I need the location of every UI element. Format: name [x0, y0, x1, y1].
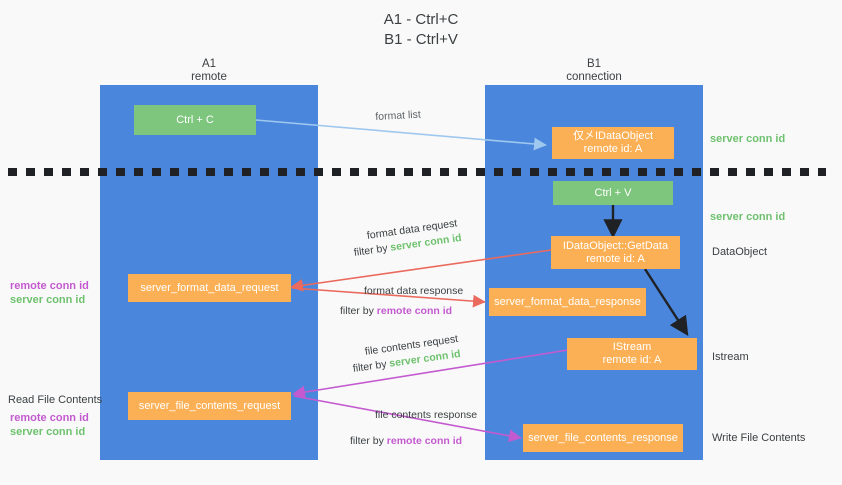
right-label-dataobject: DataObject	[712, 246, 768, 258]
filter-prefix: filter by	[353, 241, 392, 259]
node-istream[interactable]: IStream remote id: A	[567, 338, 697, 370]
left-label-server-conn-id-upper: server conn id	[10, 294, 86, 306]
filter-prefix: filter by	[340, 305, 377, 317]
node-server-file-contents-request[interactable]: server_file_contents_request	[128, 392, 291, 420]
right-label-server-conn-id-top: server conn id	[710, 133, 786, 145]
node-ctrl-v[interactable]: Ctrl + V	[553, 181, 673, 205]
node-server-format-data-response[interactable]: server_format_data_response	[489, 288, 646, 316]
filter-prefix: filter by	[352, 357, 391, 375]
page-title: A1 - Ctrl+C B1 - Ctrl+V	[383, 11, 459, 48]
node-idataobject-getdata[interactable]: IDataObject::GetData remote id: A	[551, 236, 680, 269]
edge-label-file-contents-response-filter: filter by remote conn id	[350, 434, 462, 448]
filter-value-remote-conn-id: remote conn id	[376, 305, 453, 317]
edge-label-file-contents-response: file contents response	[375, 409, 478, 421]
node-idataobject-remote[interactable]: 仅㐅IDataObject remote id: A	[552, 127, 674, 159]
edge-label-format-data-response: format data response	[364, 285, 464, 297]
left-label-remote-conn-id-upper: remote conn id	[10, 280, 89, 292]
column-header-b1: B1 connection	[566, 58, 622, 83]
edge-label-format-data-response-filter: filter by remote conn id	[340, 304, 452, 318]
filter-prefix: filter by	[350, 435, 387, 447]
left-label-remote-conn-id-lower: remote conn id	[10, 412, 89, 424]
right-label-istream: Istream	[712, 351, 749, 363]
node-server-file-contents-response[interactable]: server_file_contents_response	[523, 424, 683, 452]
edge-label-format-list: format list	[375, 108, 422, 123]
node-server-format-data-request[interactable]: server_format_data_request	[128, 274, 291, 302]
right-label-server-conn-id-mid: server conn id	[710, 211, 786, 223]
left-label-server-conn-id-lower: server conn id	[10, 426, 86, 438]
column-header-a1: A1 remote	[191, 58, 227, 83]
left-label-read-file-contents: Read File Contents	[8, 394, 103, 406]
node-ctrl-c[interactable]: Ctrl + C	[134, 105, 256, 135]
filter-value-remote-conn-id: remote conn id	[386, 435, 463, 447]
right-label-write-file-contents: Write File Contents	[712, 432, 806, 444]
